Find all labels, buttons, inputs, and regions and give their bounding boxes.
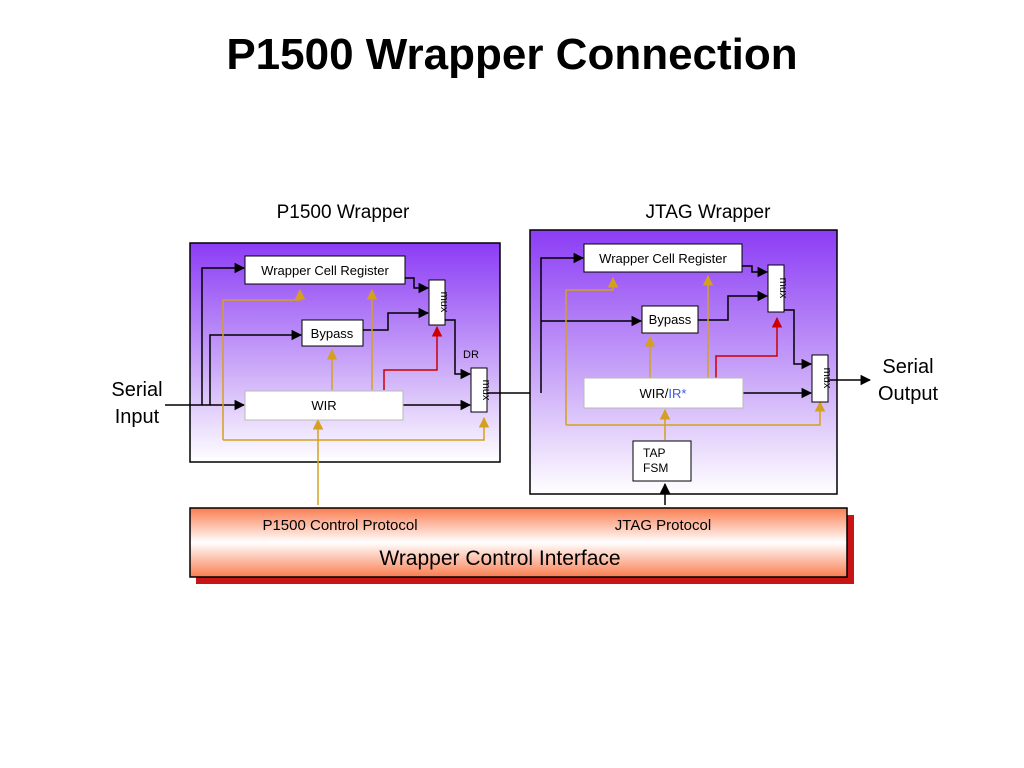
p1500-wir: WIR bbox=[244, 390, 404, 421]
p1500-wir-label: WIR bbox=[311, 398, 336, 413]
jtag-mux-upper-label: mux bbox=[777, 278, 789, 299]
wrapper-control-interface-label: Wrapper Control Interface bbox=[379, 547, 620, 570]
jtag-bypass: Bypass bbox=[641, 305, 699, 334]
jtag-control-lines bbox=[565, 274, 826, 440]
p1500-mux-upper-label: mux bbox=[438, 292, 450, 313]
p1500-control-lines bbox=[222, 288, 490, 505]
fsm-label: FSM bbox=[643, 461, 668, 475]
serial-output-line1: Serial bbox=[882, 356, 933, 378]
serial-input-line2: Input bbox=[115, 406, 160, 428]
serial-output-line2: Output bbox=[878, 383, 938, 405]
p1500-wcr-label: Wrapper Cell Register bbox=[261, 263, 389, 278]
jtag-tap-fsm: TAP FSM bbox=[632, 440, 692, 482]
serial-input-line1: Serial bbox=[111, 379, 162, 401]
tap-label: TAP bbox=[643, 446, 665, 460]
p1500-bypass-label: Bypass bbox=[311, 326, 354, 341]
p1500-mux-select-line bbox=[383, 325, 443, 390]
jtag-wir-ir: WIR/IR* bbox=[583, 377, 744, 409]
jtag-wrapper-heading: JTAG Wrapper bbox=[646, 202, 772, 223]
p1500-bypass: Bypass bbox=[301, 319, 364, 347]
jtag-mux-lower: mux bbox=[811, 354, 833, 403]
jtag-mux-lower-label: mux bbox=[821, 368, 833, 389]
svg-text:WIR/IR*: WIR/IR* bbox=[640, 386, 687, 401]
p1500-wrapper-cell-register: Wrapper Cell Register bbox=[244, 255, 406, 285]
jtag-data-lines bbox=[540, 252, 872, 505]
p1500-dr-label: DR bbox=[463, 349, 479, 361]
p1500-mux-lower-label: mux bbox=[480, 380, 492, 401]
jtag-wir-label: WIR/ bbox=[640, 386, 669, 401]
jtag-mux-select-line bbox=[715, 316, 783, 378]
p1500-wrapper-heading: P1500 Wrapper bbox=[277, 202, 410, 223]
control-interface-box bbox=[189, 507, 848, 578]
p1500-data-lines bbox=[165, 262, 472, 411]
jtag-wrapper-cell-register: Wrapper Cell Register bbox=[583, 243, 743, 273]
p1500-control-protocol-label: P1500 Control Protocol bbox=[262, 517, 417, 534]
jtag-bypass-label: Bypass bbox=[649, 312, 692, 327]
slide-title: P1500 Wrapper Connection bbox=[226, 30, 798, 79]
jtag-mux-upper: mux bbox=[767, 264, 789, 313]
p1500-mux-lower: mux bbox=[470, 367, 492, 413]
p1500-mux-upper: mux bbox=[428, 279, 450, 326]
jtag-protocol-label: JTAG Protocol bbox=[615, 517, 711, 534]
jtag-wcr-label: Wrapper Cell Register bbox=[599, 251, 727, 266]
jtag-ir-label: IR* bbox=[668, 386, 686, 401]
